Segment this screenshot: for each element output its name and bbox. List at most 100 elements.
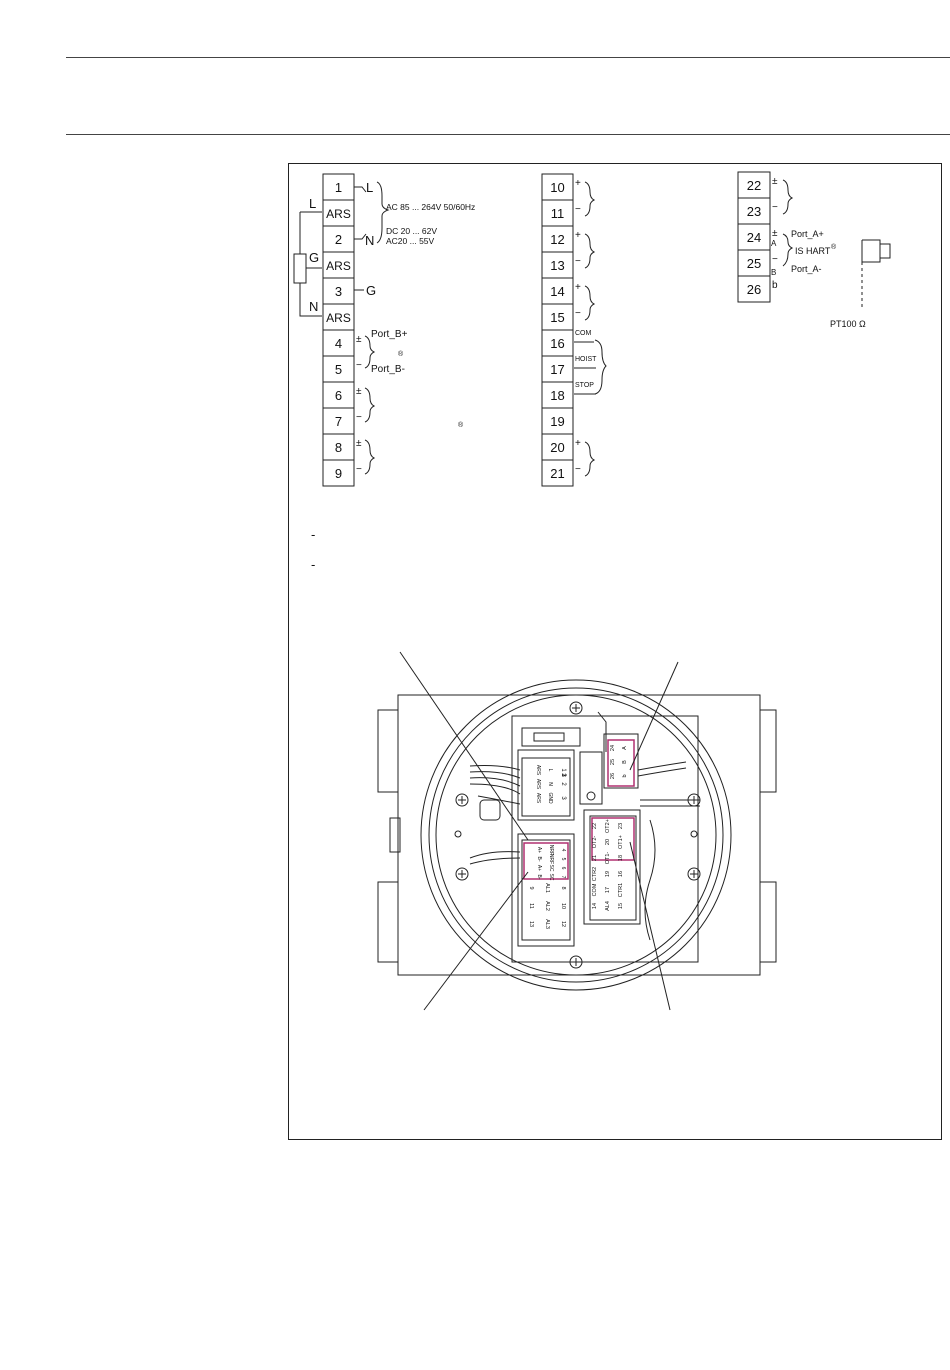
housing-terminal-label: 9	[528, 886, 534, 889]
middle-terminal-sign: +	[575, 178, 581, 189]
middle-terminal-label: 19	[550, 414, 564, 429]
header-rule-top	[66, 57, 950, 58]
housing-terminal-label: AL1	[544, 883, 550, 893]
middle-terminal-sign: −	[575, 464, 581, 475]
middle-terminal-label: 14	[550, 284, 564, 299]
left-terminal-label: 8	[335, 440, 342, 455]
housing-terminal-label: AL2	[544, 901, 550, 911]
housing-terminal-label: 23	[618, 823, 624, 829]
middle-terminal-label: 11	[551, 206, 565, 221]
housing-terminal-label: A	[622, 746, 628, 750]
left-terminal-box	[322, 303, 355, 331]
housing-terminal-label: ARS	[535, 779, 541, 790]
left-terminal-label: 7	[335, 414, 342, 429]
housing-terminal-label: OT2+	[605, 819, 611, 833]
label-n-right: N	[365, 233, 374, 248]
housing-terminal-label: B	[622, 760, 628, 764]
housing-terminal-label: ARS	[535, 793, 541, 804]
housing-terminal-label: AL4	[605, 901, 611, 911]
middle-terminal-box	[541, 355, 574, 383]
housing-terminal-label: 22	[592, 823, 598, 829]
left-terminal-box	[322, 199, 355, 227]
housing-terminal-label: OT1+	[618, 835, 624, 849]
right-terminal-sign: −	[772, 202, 778, 213]
middle-terminal-box	[541, 225, 574, 253]
bullet-dash-2: -	[311, 557, 315, 572]
label-n-left: N	[309, 299, 318, 314]
middle-terminal-box	[541, 459, 574, 487]
right-terminal-box	[737, 223, 771, 251]
left-terminal-box	[322, 277, 355, 305]
left-terminal-box	[322, 225, 355, 253]
middle-brackets	[574, 181, 607, 477]
label-g-right: G	[366, 283, 376, 298]
housing-terminal-label: 14	[592, 903, 598, 909]
left-terminal-label: 4	[335, 336, 342, 351]
label-l-left: L	[309, 196, 316, 211]
middle-terminal-label: 18	[550, 388, 564, 403]
reg-mark-hart: ®	[831, 243, 837, 251]
right-terminal-box	[737, 197, 771, 225]
label-ac-range: AC 85 ... 264V 50/60Hz	[386, 202, 475, 212]
reg-mark-2: ®	[458, 421, 464, 429]
middle-terminal-sign: −	[575, 256, 581, 267]
housing-terminal-label: 10	[560, 903, 566, 909]
label-sub-a: A	[771, 239, 777, 248]
housing-terminal-label: N	[547, 782, 553, 786]
housing-terminal-label: CTR2	[592, 867, 598, 881]
middle-terminal-box	[541, 303, 574, 331]
housing-terminal-label: AL3	[544, 919, 550, 929]
housing-terminal-label: b	[622, 774, 628, 777]
left-terminal-label: 9	[335, 466, 342, 481]
housing-terminal-label: 1	[560, 768, 566, 772]
left-terminal-box	[322, 459, 355, 487]
right-terminal-label: 25	[747, 256, 761, 271]
middle-terminal-sign: +	[575, 438, 581, 449]
bullet-dash-1: -	[311, 527, 315, 542]
middle-terminal-sign: +	[575, 230, 581, 241]
housing-terminal-label: 3	[560, 796, 566, 800]
middle-terminal-sign: STOP	[575, 382, 594, 389]
middle-terminal-block: 10+11−12+13−14+15−16COM17HOIST18STOP1920…	[541, 173, 597, 487]
right-terminal-box	[737, 275, 771, 303]
housing-terminal-label: 3	[560, 773, 566, 777]
right-terminal-label: 23	[747, 204, 761, 219]
housing-terminal-label: 8	[560, 886, 566, 889]
housing-terminal-label: 18	[618, 855, 624, 861]
middle-terminal-box	[541, 381, 574, 409]
housing-terminal-label: OT1-	[605, 852, 611, 865]
housing-terminal-label: 26	[610, 773, 616, 779]
housing-terminal-label: SC	[548, 874, 554, 881]
left-terminal-sign: ±	[356, 334, 362, 345]
reg-mark-1: ®	[398, 350, 404, 358]
figure-frame	[288, 163, 942, 1140]
middle-terminal-label: 13	[550, 258, 564, 273]
right-terminal-sign: ±	[772, 176, 778, 187]
middle-terminal-box	[541, 433, 574, 461]
middle-terminal-label: 10	[550, 180, 564, 195]
housing-terminal-label: NRF	[548, 845, 554, 855]
housing-terminal-label: 15	[618, 903, 624, 909]
housing-terminal-label: SC	[548, 865, 554, 872]
housing-terminal-label: 2	[560, 782, 566, 786]
label-l-right: L	[366, 180, 373, 195]
housing-illustration	[377, 651, 777, 1011]
housing-terminal-label: 4	[560, 849, 566, 852]
power-wiring	[293, 181, 390, 475]
label-ac2-range: AC20 ... 55V	[386, 236, 435, 246]
header-rule-bottom	[66, 134, 950, 135]
left-terminal-box	[322, 329, 355, 357]
left-terminal-label: 5	[335, 362, 342, 377]
middle-terminal-sign: COM	[575, 330, 592, 337]
label-port-a-minus: Port_A-	[791, 264, 822, 274]
left-terminal-sign: −	[356, 360, 362, 371]
housing-terminal-label: A+	[536, 865, 542, 871]
left-terminal-label: ARS	[326, 207, 351, 221]
middle-terminal-sign: −	[575, 308, 581, 319]
housing-terminal-label: 6	[560, 867, 566, 870]
housing-terminal-label: 17	[605, 887, 611, 893]
middle-terminal-label: 16	[550, 336, 564, 351]
